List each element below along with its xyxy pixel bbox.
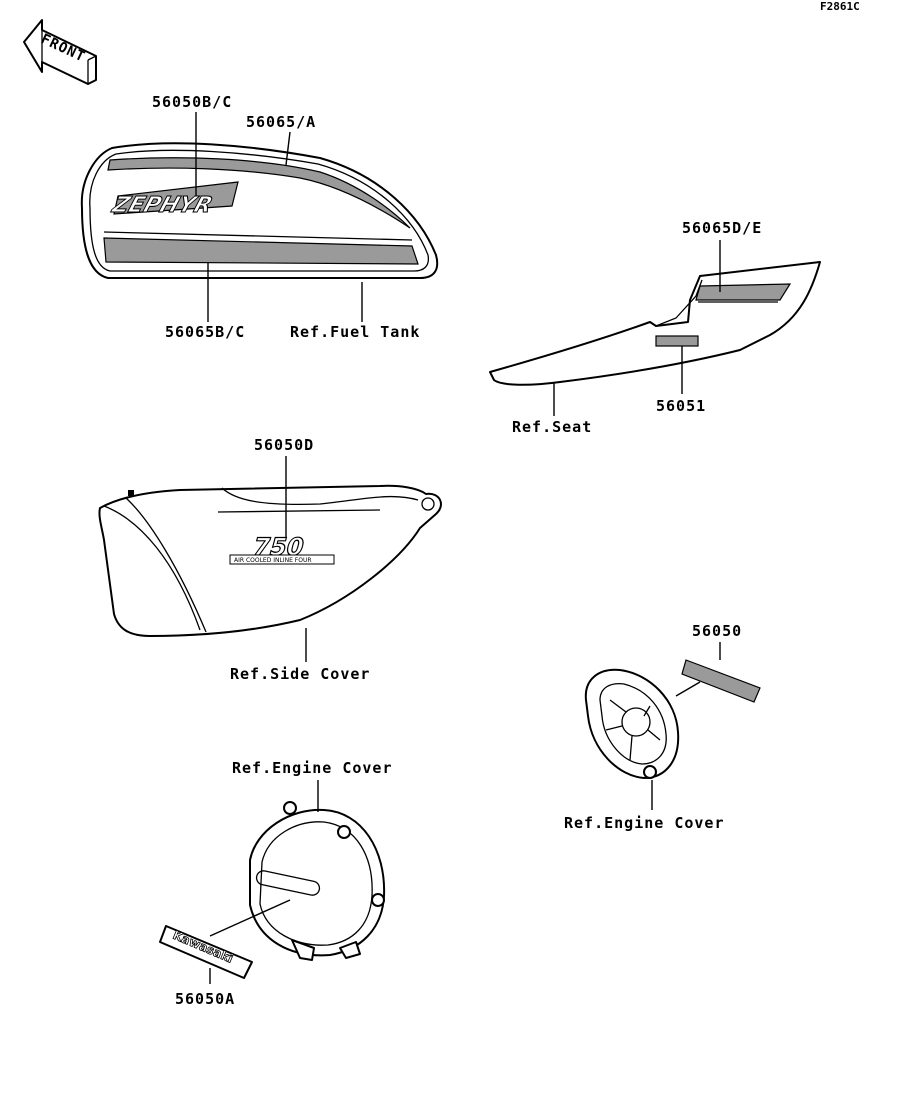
label-56050a: 56050A (175, 990, 235, 1008)
figure-code: F2861C (820, 0, 860, 13)
tank-decal-text: ZEPHYR (108, 193, 216, 218)
label-ref-fuel-tank: Ref.Fuel Tank (290, 323, 420, 341)
label-56050bc: 56050B/C (152, 93, 232, 111)
seat-stripe (695, 283, 792, 301)
label-ref-engine-cover-right: Ref.Engine Cover (564, 814, 725, 832)
engine-cover-left: Kawasaki Ref.Engine Cover 56050A (159, 759, 393, 1008)
side-cover-decal-750: 750 AIR COOLED INLINE FOUR (229, 532, 335, 565)
engine-cover-right: 56050 Ref.Engine Cover (564, 622, 761, 832)
engine-emblem-kawasaki: Kawasaki (159, 925, 253, 979)
seat: 56065D/E 56051 Ref.Seat (489, 219, 821, 436)
label-56065bc: 56065B/C (165, 323, 245, 341)
label-56065a: 56065/A (246, 113, 316, 131)
side-cover: 750 AIR COOLED INLINE FOUR 56050D Ref.Si… (98, 436, 442, 683)
label-56065de: 56065D/E (682, 219, 762, 237)
tank-bottom-stripe (103, 237, 419, 265)
label-ref-seat: Ref.Seat (512, 418, 592, 436)
side-cover-decal-subtext: AIR COOLED INLINE FOUR (234, 557, 312, 564)
engine-cover-right-decal (681, 659, 761, 703)
label-56050: 56050 (692, 622, 742, 640)
fuel-tank: ZEPHYR 56050B/C 56065/A 56065B/C Ref.Fue… (80, 93, 439, 341)
front-arrow-icon: FRONT (23, 19, 97, 85)
label-ref-side-cover: Ref.Side Cover (230, 665, 370, 683)
label-ref-engine-cover-left: Ref.Engine Cover (232, 759, 393, 777)
label-56050d: 56050D (254, 436, 314, 454)
seat-emblem (655, 335, 699, 347)
label-56051: 56051 (656, 397, 706, 415)
tank-top-stripe (107, 157, 411, 229)
tank-decal-zephyr: ZEPHYR (108, 181, 239, 218)
